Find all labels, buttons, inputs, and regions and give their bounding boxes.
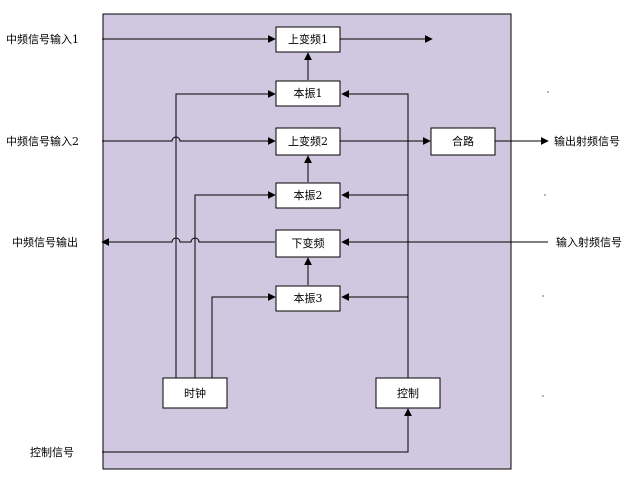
stray-dot bbox=[542, 395, 544, 397]
block-lo3: 本振3 bbox=[275, 285, 341, 312]
wire-clock-to-lo1 bbox=[175, 90, 276, 378]
port-control-signal-label: 控制信号 bbox=[30, 445, 74, 459]
block-up1: 上变频1 bbox=[275, 26, 341, 53]
port-if-in-2-label: 中频信号输入2 bbox=[6, 134, 79, 148]
wire-clock-to-lo2 bbox=[194, 191, 276, 378]
port-if-out-label: 中频信号输出 bbox=[12, 235, 78, 249]
block-lo1-label: 本振1 bbox=[294, 86, 323, 100]
block-down-label: 下变频 bbox=[292, 236, 325, 250]
block-down: 下变频 bbox=[275, 229, 341, 258]
stray-dot bbox=[547, 91, 549, 93]
wire-clock-to-lo3 bbox=[211, 293, 276, 378]
block-control: 控制 bbox=[375, 377, 441, 409]
block-clock: 时钟 bbox=[162, 377, 228, 409]
block-lo2: 本振2 bbox=[275, 182, 341, 209]
block-lo2-label: 本振2 bbox=[294, 188, 323, 202]
wire-control-signal-in bbox=[102, 408, 412, 453]
block-lo1: 本振1 bbox=[275, 80, 341, 107]
stray-dot bbox=[544, 194, 546, 196]
block-up2: 上变频2 bbox=[275, 127, 341, 156]
block-clock-label: 时钟 bbox=[184, 386, 206, 400]
block-lo3-label: 本振3 bbox=[294, 291, 323, 305]
port-rf-in-label: 输入射频信号 bbox=[556, 235, 622, 249]
wire-control-to-lo1 bbox=[341, 90, 409, 378]
block-up2-label: 上变频2 bbox=[288, 134, 328, 148]
block-up1-label: 上变频1 bbox=[288, 32, 328, 46]
block-combiner: 合路 bbox=[430, 127, 496, 156]
block-combiner-label: 合路 bbox=[452, 134, 474, 148]
block-control-label: 控制 bbox=[397, 386, 419, 400]
wire-if-out bbox=[101, 237, 275, 246]
port-if-in-1-label: 中频信号输入1 bbox=[6, 32, 79, 46]
port-rf-out-label: 输出射频信号 bbox=[554, 134, 620, 148]
stray-dot bbox=[542, 295, 544, 297]
